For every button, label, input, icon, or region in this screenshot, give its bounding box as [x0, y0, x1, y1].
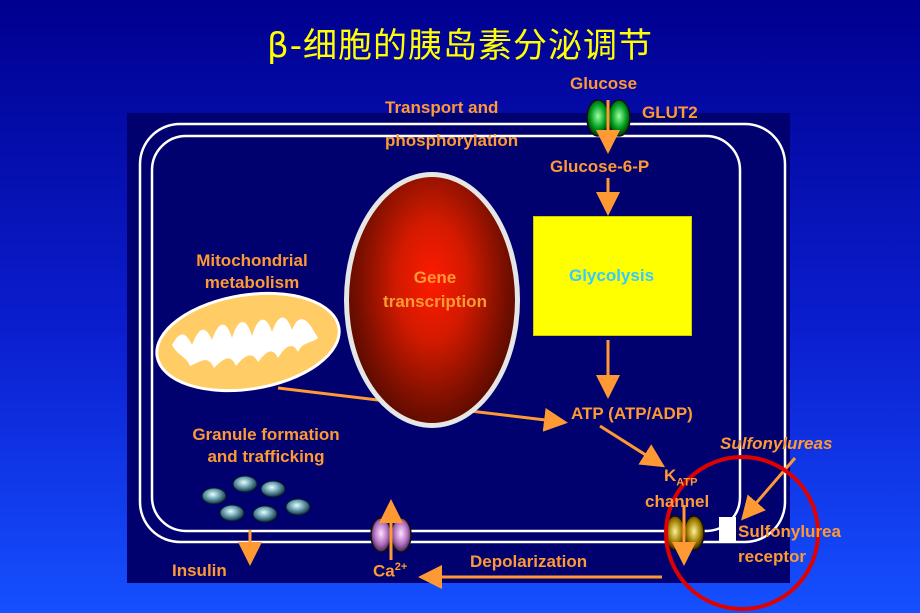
katp-sub: ATP: [676, 476, 698, 489]
transport-label-line2: phosphorylation: [385, 131, 519, 150]
glucose-label: Glucose: [570, 74, 638, 93]
granule-label: Granule formation and trafficking: [176, 424, 356, 468]
mito-label: Mitochondrial metabolism: [172, 250, 332, 294]
calcium-symbol: Ca: [373, 561, 395, 581]
atp-label: ATP (ATP/ADP): [571, 404, 693, 423]
slide-title: β-细胞的胰岛素分泌调节: [267, 26, 653, 66]
glucose6p-label: Glucose-6-P: [550, 157, 650, 176]
katp-k: K: [664, 466, 677, 485]
mito-label-line1: Mitochondrial: [196, 251, 308, 270]
highlight-circle: [664, 455, 820, 611]
sur-label-line2: receptor: [738, 547, 807, 566]
arrow-atp-to-katp: [599, 424, 666, 468]
gene-label-line1: Gene: [413, 268, 457, 287]
arrow-sulfonylurea: [741, 457, 797, 521]
sulfonylurea-receptor-box: [719, 517, 736, 543]
cell-membrane-inner: [150, 134, 742, 533]
granule-label-line2: and trafficking: [207, 447, 325, 467]
calcium-label: Ca2+: [373, 560, 407, 583]
glut2-label: GLUT2: [642, 103, 698, 122]
glycolysis-box: [533, 216, 692, 336]
cell-membrane-outer: [138, 122, 787, 544]
nucleus: [344, 172, 520, 428]
katp-label: KATP: [664, 465, 697, 490]
depolarization-label: Depolarization: [470, 552, 588, 571]
glycolysis-label: Glycolysis: [568, 266, 655, 285]
mito-label-line2: metabolism: [204, 273, 300, 293]
gene-label-line2: transcription: [383, 291, 487, 311]
granule-label-line1: Granule formation: [192, 425, 340, 444]
transport-label-line1: Transport and: [385, 98, 499, 117]
calcium-channel-icon: [370, 517, 412, 553]
mitochondrion-icon: [155, 291, 341, 393]
gene-transcription-label: Gene transcription: [360, 266, 510, 314]
sulfonylureas-label: Sulfonylureas: [720, 434, 833, 453]
katp-channel-label: channel: [645, 492, 710, 511]
insulin-label: Insulin: [172, 561, 227, 580]
sur-label-line1: Sulfonylurea: [738, 522, 841, 541]
calcium-charge: 2+: [394, 561, 408, 573]
insulin-granules-icon: [201, 475, 311, 523]
